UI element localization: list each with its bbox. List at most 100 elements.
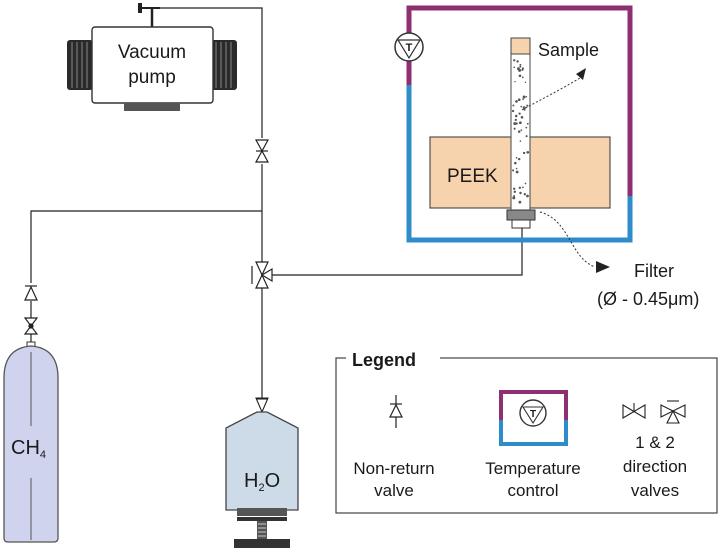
piping [30, 7, 523, 400]
sample-particle [511, 109, 515, 113]
sample-particles [511, 59, 530, 204]
sample-particle [519, 65, 522, 68]
peek-label: PEEK [447, 166, 498, 187]
legend-valves-label-3: valves [631, 481, 679, 500]
legend-temperature-control-icon: T [499, 390, 568, 446]
sample-column-cap [510, 37, 531, 55]
sample-particle [520, 105, 523, 108]
h2o-label: H2O [244, 470, 280, 494]
legend-two-way-valve-icon [622, 403, 646, 419]
svg-text:T: T [530, 409, 536, 420]
legend-temperature-label-2: control [507, 481, 558, 500]
sample-particle [512, 104, 515, 107]
pump-to-main-line [154, 7, 263, 138]
sample-particle [513, 187, 516, 190]
sample-particle [514, 114, 518, 118]
legend-non-return-label-1: Non-return [353, 459, 434, 478]
temperature-controlled-cell: T PEEK Sample [394, 5, 633, 243]
filter-element [506, 209, 536, 221]
vacuum-pump-label-1: Vacuum [118, 42, 186, 63]
sample-particle [517, 98, 521, 102]
sample-particle [513, 59, 516, 62]
sample-particle [517, 157, 521, 161]
sample-particle [513, 66, 516, 69]
sample-particle [512, 196, 516, 200]
sample-particle [525, 135, 528, 138]
ch4-branch-line [30, 210, 262, 283]
sample-particle [522, 106, 526, 110]
sample-particle [522, 151, 525, 154]
h2o-syringe: H2O [225, 397, 299, 548]
sample-particle [518, 112, 521, 115]
sample-particle [513, 122, 517, 126]
sample-particle [518, 121, 521, 124]
ch4-cylinder: CH4 [3, 341, 59, 543]
svg-text:T: T [406, 42, 413, 54]
sample-particle [514, 161, 517, 165]
sample-label: Sample [538, 40, 599, 60]
ch4-valve-icon [23, 317, 39, 335]
sample-particle [522, 95, 526, 99]
three-way-valve-icon [251, 261, 273, 289]
sample-particle [519, 191, 522, 195]
legend-non-return-label-2: valve [374, 481, 414, 500]
valve-to-cell-line [272, 228, 523, 276]
sample-particle [526, 104, 529, 107]
sample-particle [519, 63, 522, 66]
legend-title: Legend [352, 350, 416, 370]
sample-particle [519, 140, 522, 142]
filter-annotation: Filter (Ø - 0.45μm) [539, 211, 699, 309]
sample-particle [517, 67, 520, 70]
sample-particle [516, 60, 519, 63]
pump-body [91, 26, 214, 104]
sample-particle [515, 167, 518, 170]
sample-particle [515, 170, 519, 174]
sample-particle [521, 68, 524, 72]
legend-valves-label-1: 1 & 2 [635, 433, 675, 452]
sample-particle [526, 150, 530, 154]
pump-base [124, 103, 180, 111]
two-way-valve-icon [254, 139, 270, 163]
sample-particle [526, 194, 529, 198]
legend: Legend Non-return valve T Temperature co… [335, 348, 718, 514]
sample-particle [517, 130, 521, 133]
sample-particle [513, 195, 516, 197]
legend-temperature-label-1: Temperature [485, 459, 580, 478]
sample-particle [518, 74, 522, 78]
sample-particle [518, 186, 521, 189]
sample-particle [513, 190, 517, 194]
legend-box [335, 357, 718, 514]
filter-label-1: Filter [634, 261, 674, 281]
sample-particle [524, 81, 527, 84]
sample-particle [522, 186, 524, 189]
sample-column [510, 53, 531, 211]
pump-left-fins [67, 40, 93, 90]
sample-particle [523, 193, 526, 196]
sample-particle [515, 156, 518, 159]
sample-particle [515, 100, 518, 103]
non-return-valve-icon [24, 285, 38, 301]
ch4-label: CH4 [11, 437, 46, 461]
sample-particle [512, 169, 515, 172]
sample-particle [520, 129, 523, 131]
filter-label-2: (Ø - 0.45μm) [597, 289, 699, 309]
legend-three-way-valve-icon [660, 400, 686, 424]
sample-particle [525, 126, 528, 129]
sample-particle [522, 98, 524, 100]
temperature-control-icon: T [394, 32, 424, 62]
legend-non-return-valve-icon [389, 395, 403, 428]
sample-particle [514, 118, 517, 122]
sample-particle [514, 81, 516, 83]
pump-right-fins [211, 40, 237, 90]
sample-particle [518, 200, 522, 204]
sample-particle [521, 76, 524, 79]
vacuum-pump: Vacuum pump [67, 3, 237, 111]
sample-particle [513, 127, 516, 130]
vacuum-pump-label-2: pump [128, 67, 176, 88]
sample-particle [523, 108, 526, 111]
sample-particle [520, 115, 524, 119]
sample-particle [526, 122, 529, 125]
sample-particle [525, 95, 528, 98]
legend-valves-label-2: direction [623, 457, 687, 476]
sample-particle [524, 182, 527, 185]
